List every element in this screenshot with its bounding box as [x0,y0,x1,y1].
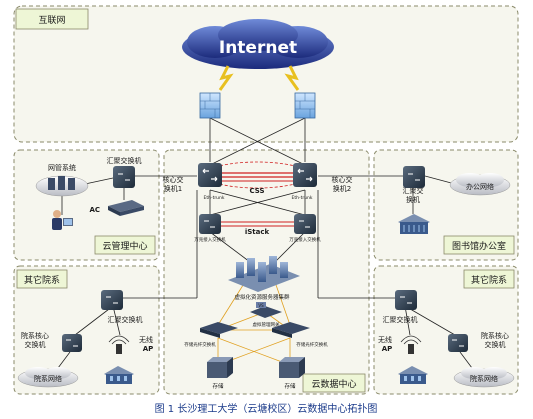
left-dept-network-label: 院系网络 [34,374,62,383]
istack-link [215,221,298,227]
region-datacenter-label: 云数据中心 [311,378,356,390]
fiber-switch-icon [200,322,238,338]
fiber-switch-label-right: 存储光纤交换机 [296,341,328,348]
dept-core-switch-right-icon [448,334,468,352]
agg-switch-right-icon [395,290,417,310]
eth-trunk-label-2: Eth-trunk [291,195,312,201]
eth-trunk-label-1: Eth-trunk [203,195,224,201]
access-switch-label-left: 万兆接入交换机 [194,236,226,243]
region-library-label: 图书馆办公室 [452,240,506,252]
core-switch-2-icon [293,163,317,187]
internet-label: Internet [219,38,297,58]
figure-caption: 图 1 长沙理工大学（云塘校区）云数据中心拓扑图 [155,402,378,415]
storage-icon [207,357,233,378]
access-switch-icon [294,214,316,234]
campus-building-right-icon [398,366,428,384]
right-agg-label: 汇聚交换机 [383,315,418,324]
dept-network-cloud-left-icon [17,367,79,388]
core2-label: 核心交换机2 [332,175,353,193]
region-mgmt-center-label: 云管理中心 [102,240,147,252]
region-other-left-label: 其它院系 [24,274,60,286]
right-dept-core-label: 院系核心交换机 [481,331,509,349]
agg-switch-left-icon [101,290,123,310]
campus-building-left-icon [104,366,134,384]
agg-switch-library-icon [403,166,425,188]
nms-servers-icon [35,175,89,197]
links [54,117,476,373]
region-internet-label-box [15,8,89,30]
firewall-icon [199,92,221,119]
region-internet: 互联网 [13,5,519,143]
server-cluster-label: 虚拟化资源服务器集群 [234,293,290,301]
left-agg-label: 汇聚交换机 [108,315,143,324]
lightning-icon [284,65,300,91]
fiber-switch-label-left: 存储光纤交换机 [184,341,216,348]
region-internet-label: 互联网 [38,15,65,26]
virtual-switch-icon: VS [250,302,282,318]
virtual-gateway-label: 虚拟管理网关 [253,321,280,328]
library-building-icon [398,214,430,234]
storage-label-left: 存储 [212,382,224,390]
mgmt-agg-label: 汇聚交换机 [107,156,142,165]
storage-label-right: 存储 [284,382,296,390]
access-switch-label-right: 万兆接入交换机 [289,236,321,243]
fiber-switch-icon [272,322,310,338]
dept-core-switch-left-icon [62,334,82,352]
region-other-right-label: 其它院系 [471,274,507,286]
core1-label: 核心交换机1 [163,175,184,193]
office-network-cloud-icon [449,173,511,196]
wireless-ap-icon [400,335,422,354]
agg-switch-mgmt-icon [113,166,135,188]
vs-label: VS [258,303,264,308]
left-dept-core-label: 院系核心交换机 [21,331,49,349]
admin-user-icon [52,210,73,230]
server-cluster-icon [228,256,300,292]
internet-cloud-icon: Internet [182,19,334,69]
lightning-icon [218,65,234,91]
nms-label: 网管系统 [48,163,76,172]
region-library: 图书馆办公室 [373,149,519,261]
library-agg-label: 汇聚交换机 [403,186,424,204]
core-switch-1-icon [198,163,222,187]
firewall-icon [294,92,316,119]
istack-label: iStack [245,228,270,236]
access-switch-icon [199,214,221,234]
ac-label: AC [89,206,100,214]
dept-network-cloud-right-icon [453,367,515,388]
wireless-ap-icon [108,335,130,354]
right-dept-network-label: 院系网络 [470,374,498,383]
storage-icon [279,357,305,378]
css-label: CSS [249,187,264,195]
ac-controller-icon [108,200,144,216]
office-network-label: 办公网络 [466,182,494,191]
